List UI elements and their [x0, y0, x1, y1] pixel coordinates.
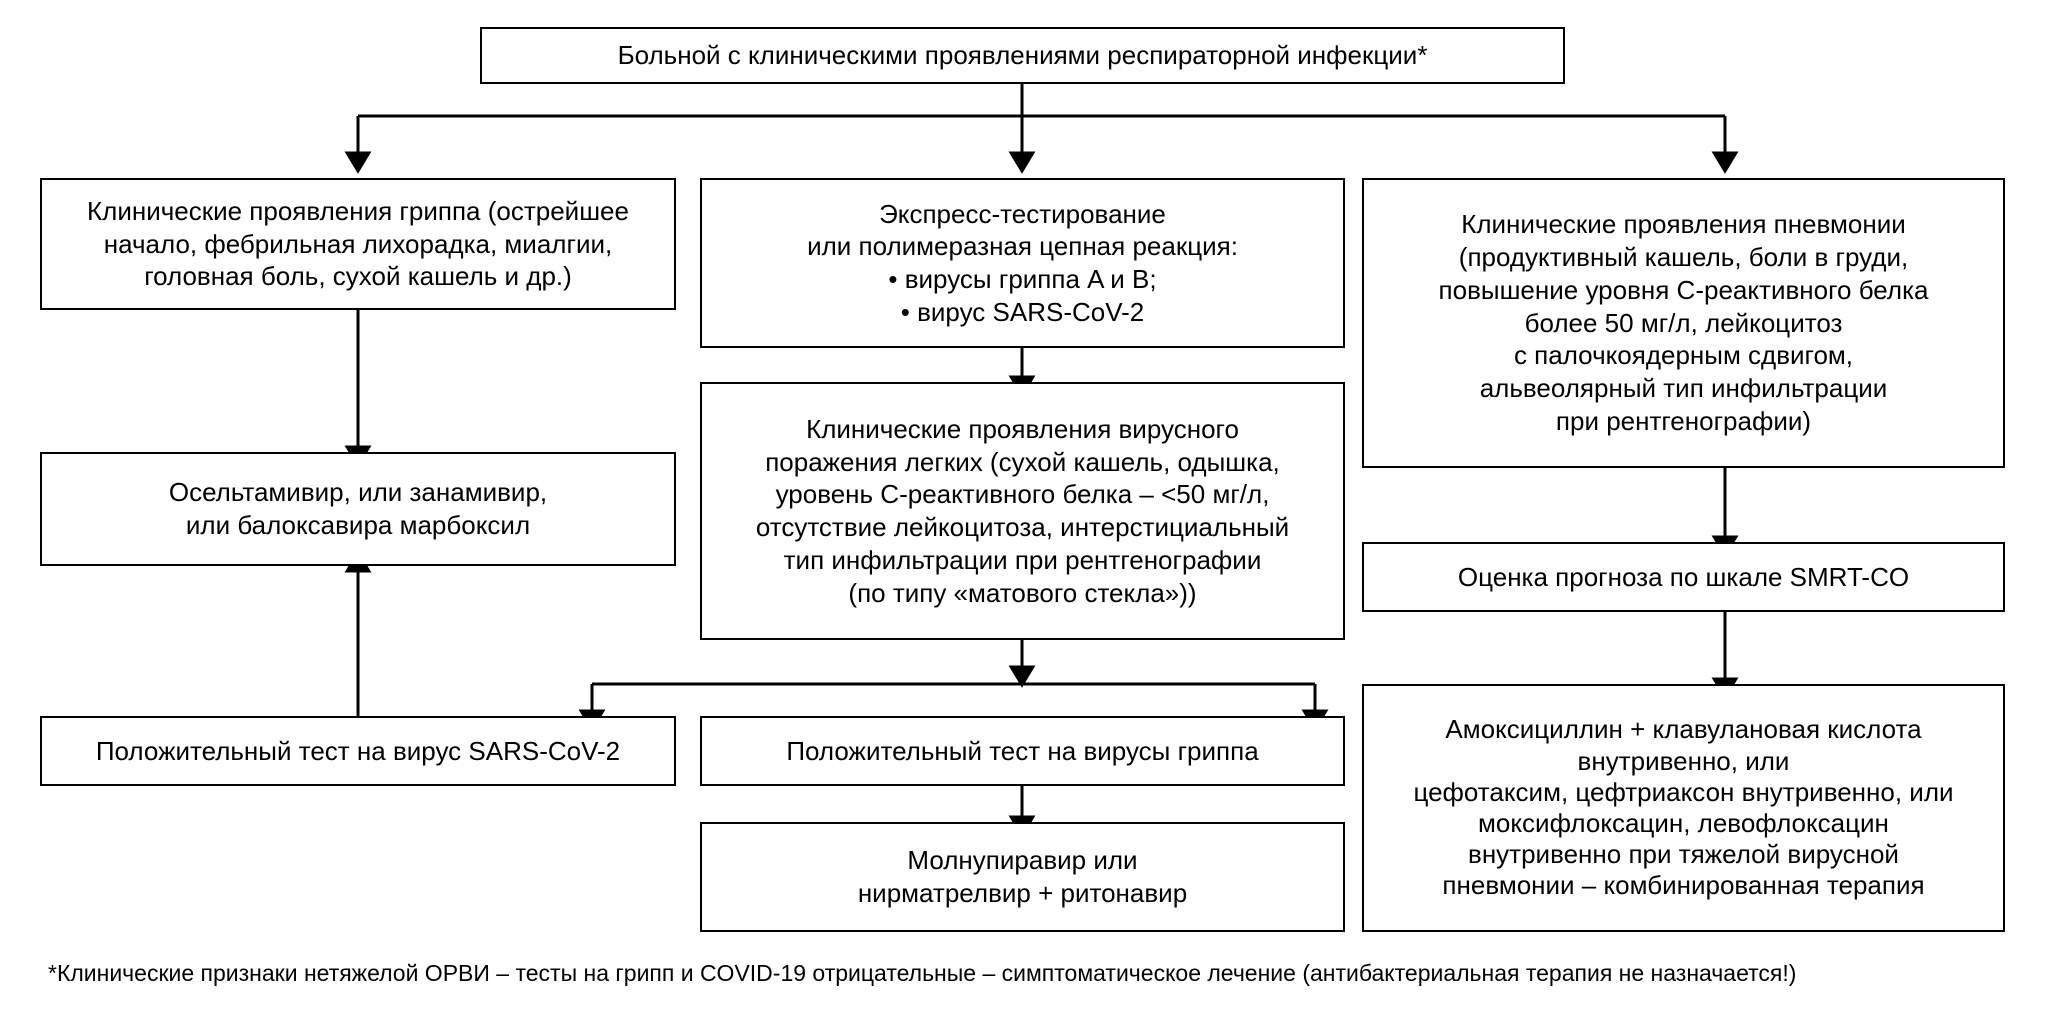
node-rapid-testing-pcr[interactable]: Экспресс-тестирование или полимеразная ц…	[700, 178, 1345, 348]
node-covid-antiviral-therapy[interactable]: Молнупиравир или нирматрелвир + ритонави…	[700, 822, 1345, 932]
connector-title-to-row1	[344, 84, 1739, 174]
node-pneumonia-antibiotic-therapy[interactable]: Амоксициллин + клавулановая кислота внут…	[1362, 684, 2005, 932]
node-smrt-co-prognosis[interactable]: Оценка прогноза по шкале SMRT-CO	[1362, 542, 2005, 612]
node-viral-lung-involvement[interactable]: Клинические проявления вирусного поражен…	[700, 382, 1345, 640]
connector-viral-lung-split	[578, 640, 1329, 732]
node-positive-influenza-test[interactable]: Положительный тест на вирусы гриппа	[700, 716, 1345, 786]
node-pneumonia-clinical-signs[interactable]: Клинические проявления пневмонии (продук…	[1362, 178, 2005, 468]
node-influenza-clinical-signs[interactable]: Клинические проявления гриппа (острейшее…	[40, 178, 676, 310]
node-influenza-antiviral-therapy[interactable]: Осельтамивир, или занамивир, или балокса…	[40, 452, 676, 566]
node-positive-sars-cov-2-test[interactable]: Положительный тест на вирус SARS-CoV-2	[40, 716, 676, 786]
footnote-mild-ari: *Клинические признаки нетяжелой ОРВИ – т…	[48, 960, 1797, 986]
node-respiratory-infection-patient[interactable]: Больной с клиническими проявлениями респ…	[480, 27, 1565, 84]
